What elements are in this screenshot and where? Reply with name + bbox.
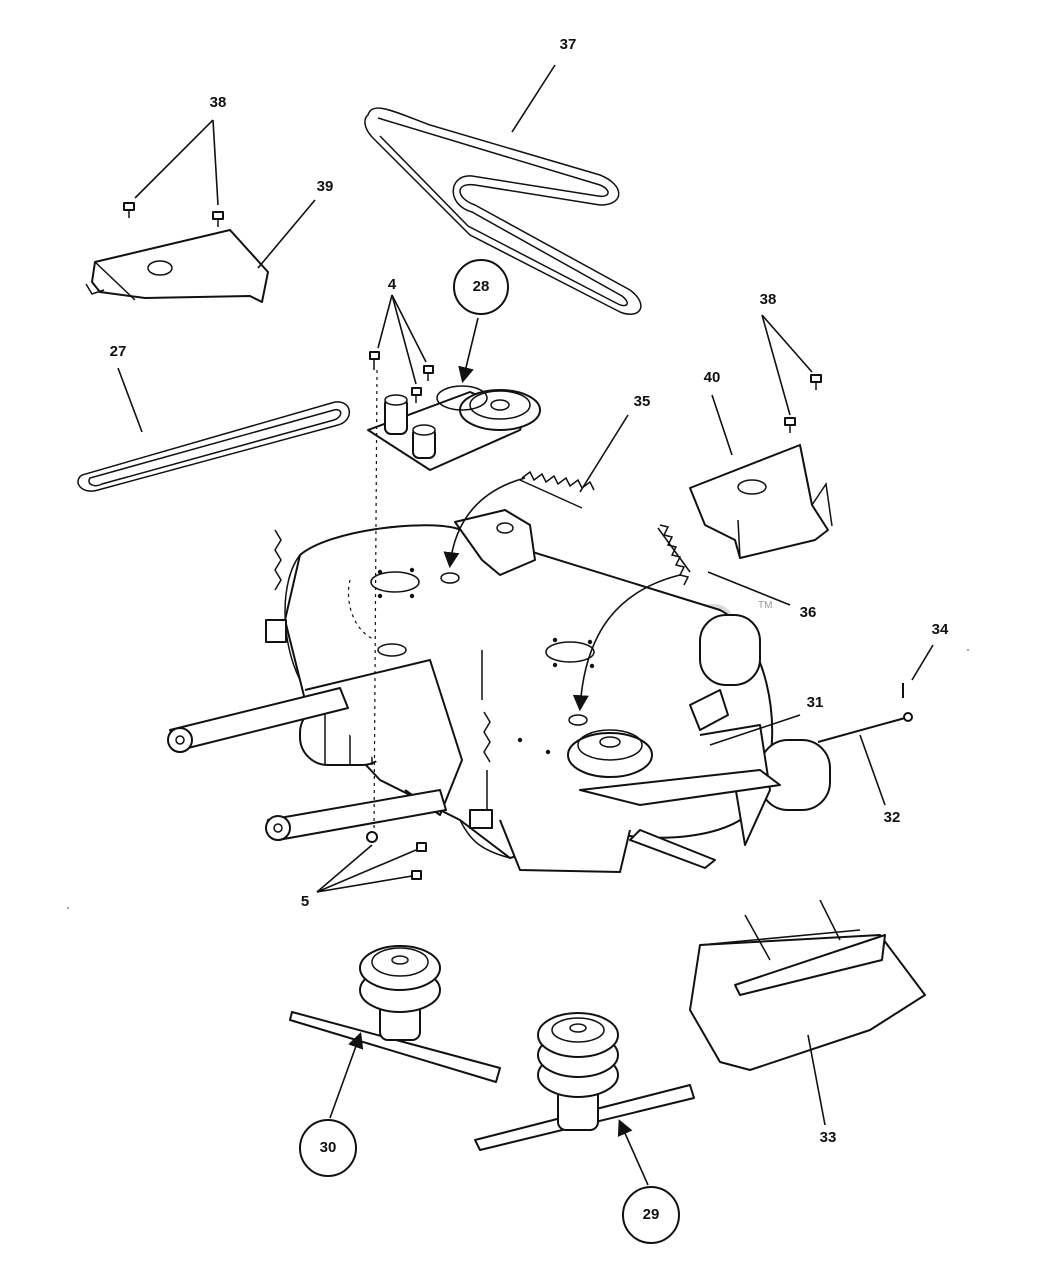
leader-5-1 (316, 844, 373, 893)
deck-washer-b[interactable] (568, 714, 588, 726)
callout-39[interactable]: 39 (317, 178, 334, 195)
screw-4-b[interactable] (411, 387, 422, 403)
leader-5-2 (316, 849, 417, 893)
callout-33[interactable]: 33 (820, 1129, 837, 1146)
callout-31[interactable]: 31 (807, 694, 824, 711)
pin-rod-32[interactable] (817, 712, 913, 743)
screw-4-a[interactable] (369, 351, 380, 370)
spindle-blade-29[interactable] (474, 1012, 695, 1151)
rear-roller-right[interactable] (579, 614, 831, 846)
leader-29 (617, 1119, 649, 1186)
bolt-38-upper[interactable] (810, 374, 822, 390)
callout-34[interactable]: 34 (932, 621, 949, 638)
nut-5-c[interactable] (411, 870, 422, 880)
nut-5-a[interactable] (366, 831, 378, 843)
leader-34 (911, 644, 934, 681)
leader-28 (458, 317, 479, 384)
callout-28[interactable]: 28 (473, 278, 490, 295)
callout-36[interactable]: 36 (800, 604, 817, 621)
bolt-38-lower[interactable] (784, 417, 796, 433)
leader-33 (807, 1034, 826, 1126)
watermark-trademark: TM (758, 600, 772, 611)
callout-38-right[interactable]: 38 (760, 291, 777, 308)
spindle-blade-30[interactable] (289, 945, 501, 1083)
idler-assembly-28[interactable] (367, 385, 541, 471)
leader-27 (117, 367, 143, 433)
leader-38a-2 (212, 119, 219, 206)
bolt-38-left[interactable] (123, 202, 135, 218)
deck-blade-stub (629, 829, 716, 869)
leader-31 (709, 714, 801, 746)
idler-bracket[interactable] (454, 509, 536, 576)
callout-38-left[interactable]: 38 (210, 94, 227, 111)
leader-30 (329, 1031, 364, 1119)
screw-4-c[interactable] (423, 365, 434, 381)
callout-5[interactable]: 5 (301, 893, 309, 910)
leader-35-arrow (443, 477, 526, 569)
nut-5-b[interactable] (416, 842, 427, 852)
belt-27[interactable] (77, 401, 350, 492)
leader-40 (711, 394, 733, 456)
leader-32 (859, 734, 886, 806)
leader-38b-2 (761, 314, 791, 416)
callout-30[interactable]: 30 (320, 1139, 337, 1156)
front-axle-arm-upper[interactable] (167, 687, 349, 753)
front-axle-arm-lower[interactable] (265, 789, 447, 841)
leader-4-2 (391, 294, 417, 385)
belt-cover-40[interactable] (689, 444, 833, 559)
leader-4-3 (391, 294, 427, 363)
callout-32[interactable]: 32 (884, 809, 901, 826)
deck-spindle-pulley[interactable] (567, 729, 653, 778)
leader-4-1 (377, 294, 393, 349)
callout-27[interactable]: 27 (110, 343, 127, 360)
callout-30-circle[interactable] (299, 1119, 357, 1177)
lift-chain-left[interactable] (265, 529, 287, 643)
leader-38a-1 (134, 119, 214, 199)
leader-37 (511, 64, 556, 133)
leader-5-3 (316, 875, 413, 893)
belt-cover-39[interactable] (85, 229, 269, 303)
callout-37[interactable]: 37 (560, 36, 577, 53)
spring-35[interactable] (519, 470, 595, 509)
callout-35[interactable]: 35 (634, 393, 651, 410)
leader-36 (707, 571, 791, 606)
callout-4[interactable]: 4 (388, 276, 397, 293)
speck (967, 649, 969, 651)
lift-chain-center[interactable] (469, 711, 493, 829)
speck (67, 907, 69, 909)
leader-35 (579, 414, 629, 493)
leader-38b-1 (761, 314, 813, 373)
callout-29[interactable]: 29 (643, 1206, 660, 1223)
callout-28-circle[interactable] (453, 259, 509, 315)
leader-36-arrow (572, 574, 681, 712)
drive-belt-37[interactable] (364, 107, 642, 315)
bolt-38-right[interactable] (212, 211, 224, 227)
deck-washer-a[interactable] (440, 572, 460, 584)
discharge-chute-33[interactable] (689, 899, 926, 1071)
leader-39 (257, 199, 316, 269)
callout-29-circle[interactable] (622, 1186, 680, 1244)
callout-40[interactable]: 40 (704, 369, 721, 386)
